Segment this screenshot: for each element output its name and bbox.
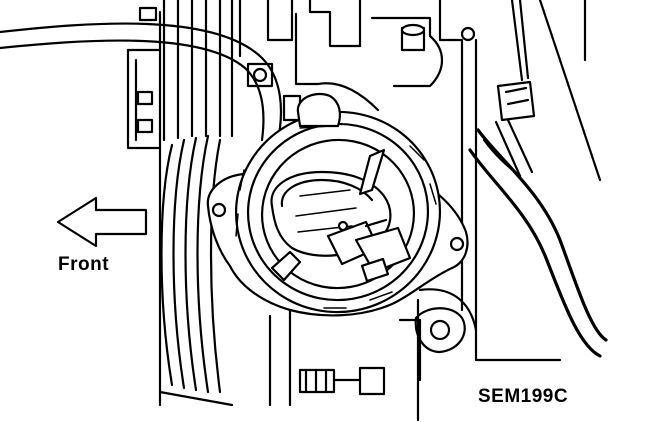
contact-assembly: [326, 218, 412, 283]
figure-code-label: SEM199C: [478, 386, 569, 407]
arrow-left-icon: [56, 196, 148, 248]
wire-clamp: [494, 0, 602, 182]
lower-casting: [298, 307, 466, 396]
belt-pulleys: [158, 0, 234, 407]
top-bolt: [400, 23, 476, 52]
right-hose: [468, 128, 608, 358]
upper-hose: [0, 22, 283, 142]
vacuum-port: [296, 92, 341, 128]
front-direction-label: Front: [58, 254, 110, 275]
left-bracket: [126, 6, 162, 150]
